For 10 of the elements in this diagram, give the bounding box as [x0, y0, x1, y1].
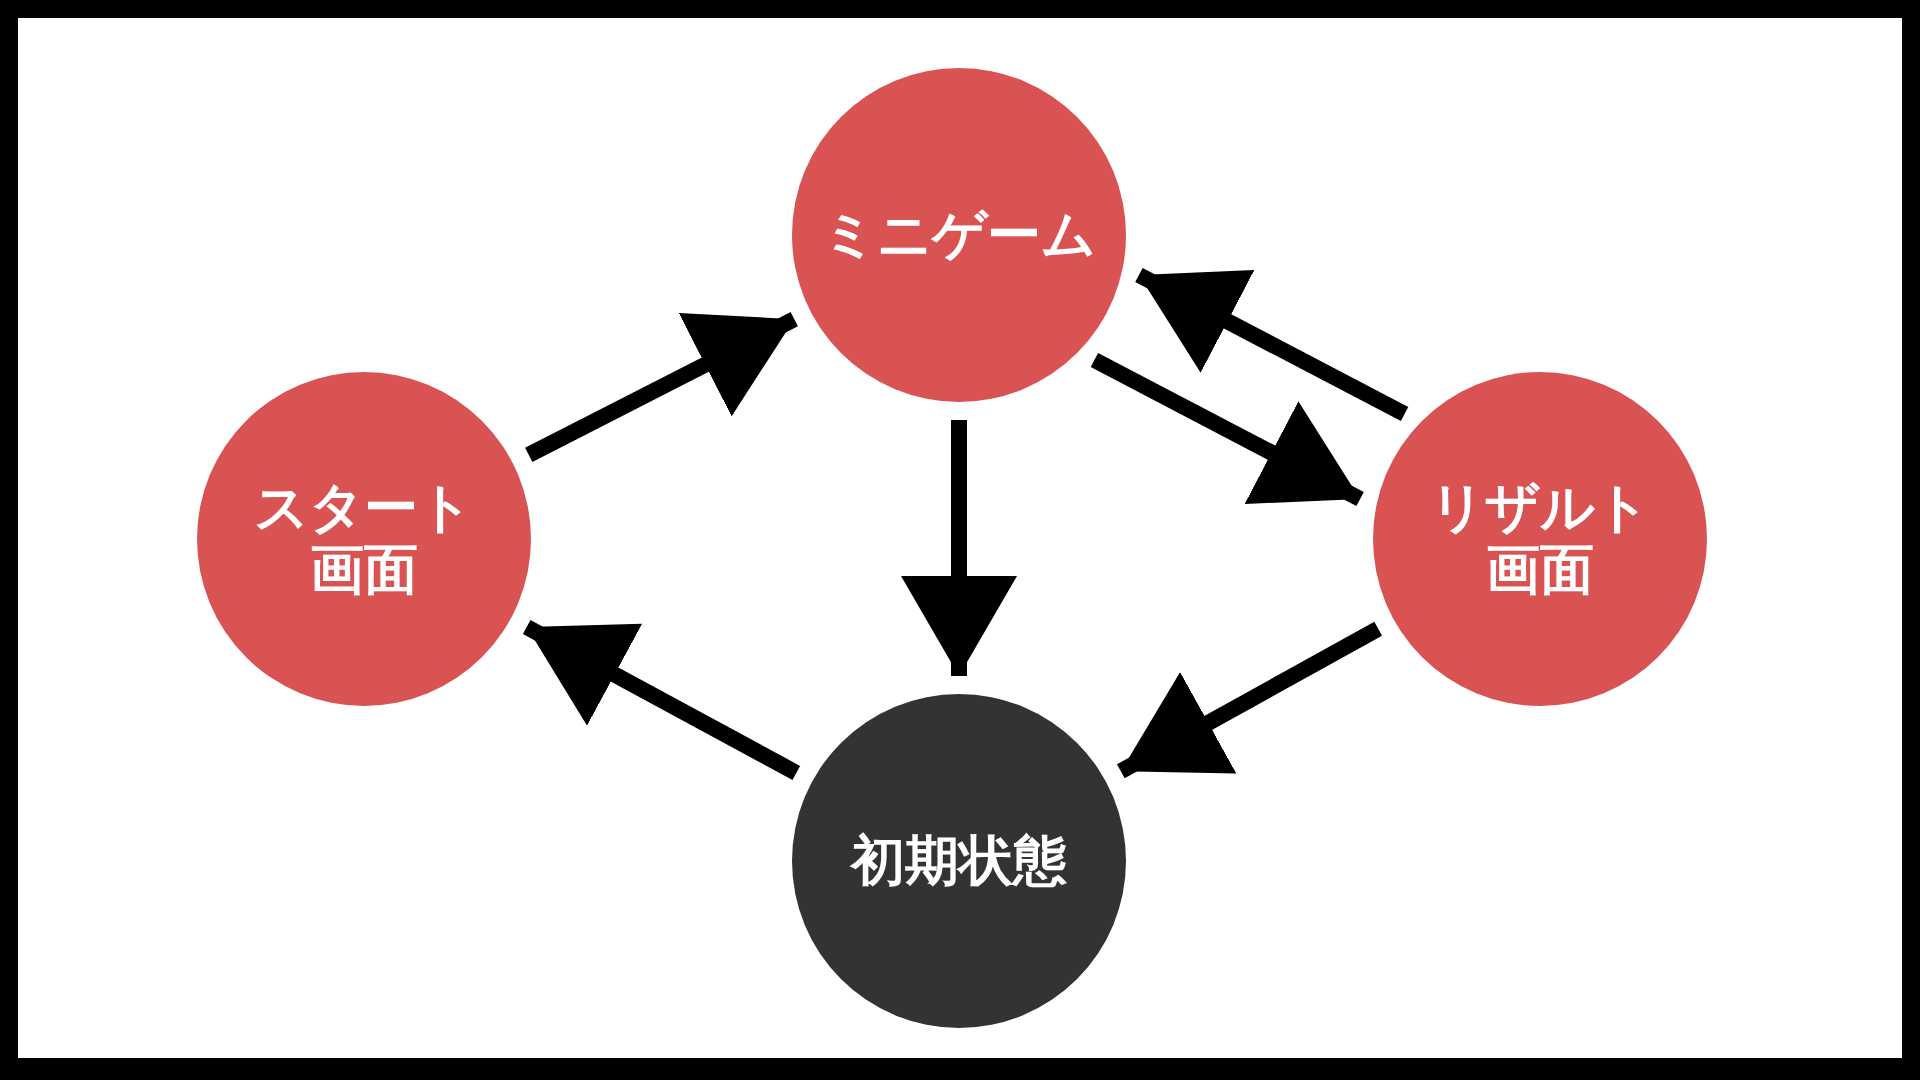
arrow	[1090, 352, 1364, 507]
arrow	[1135, 267, 1409, 422]
state-label: ミニゲーム	[822, 203, 1096, 267]
arrow	[1116, 621, 1383, 779]
state-label: スタート画面	[253, 476, 475, 602]
state-label: リザルト画面	[1429, 476, 1651, 602]
state-label: 初期状態	[851, 829, 1067, 893]
arrow	[522, 620, 801, 780]
arrow	[901, 420, 1017, 676]
arrow	[525, 312, 798, 462]
